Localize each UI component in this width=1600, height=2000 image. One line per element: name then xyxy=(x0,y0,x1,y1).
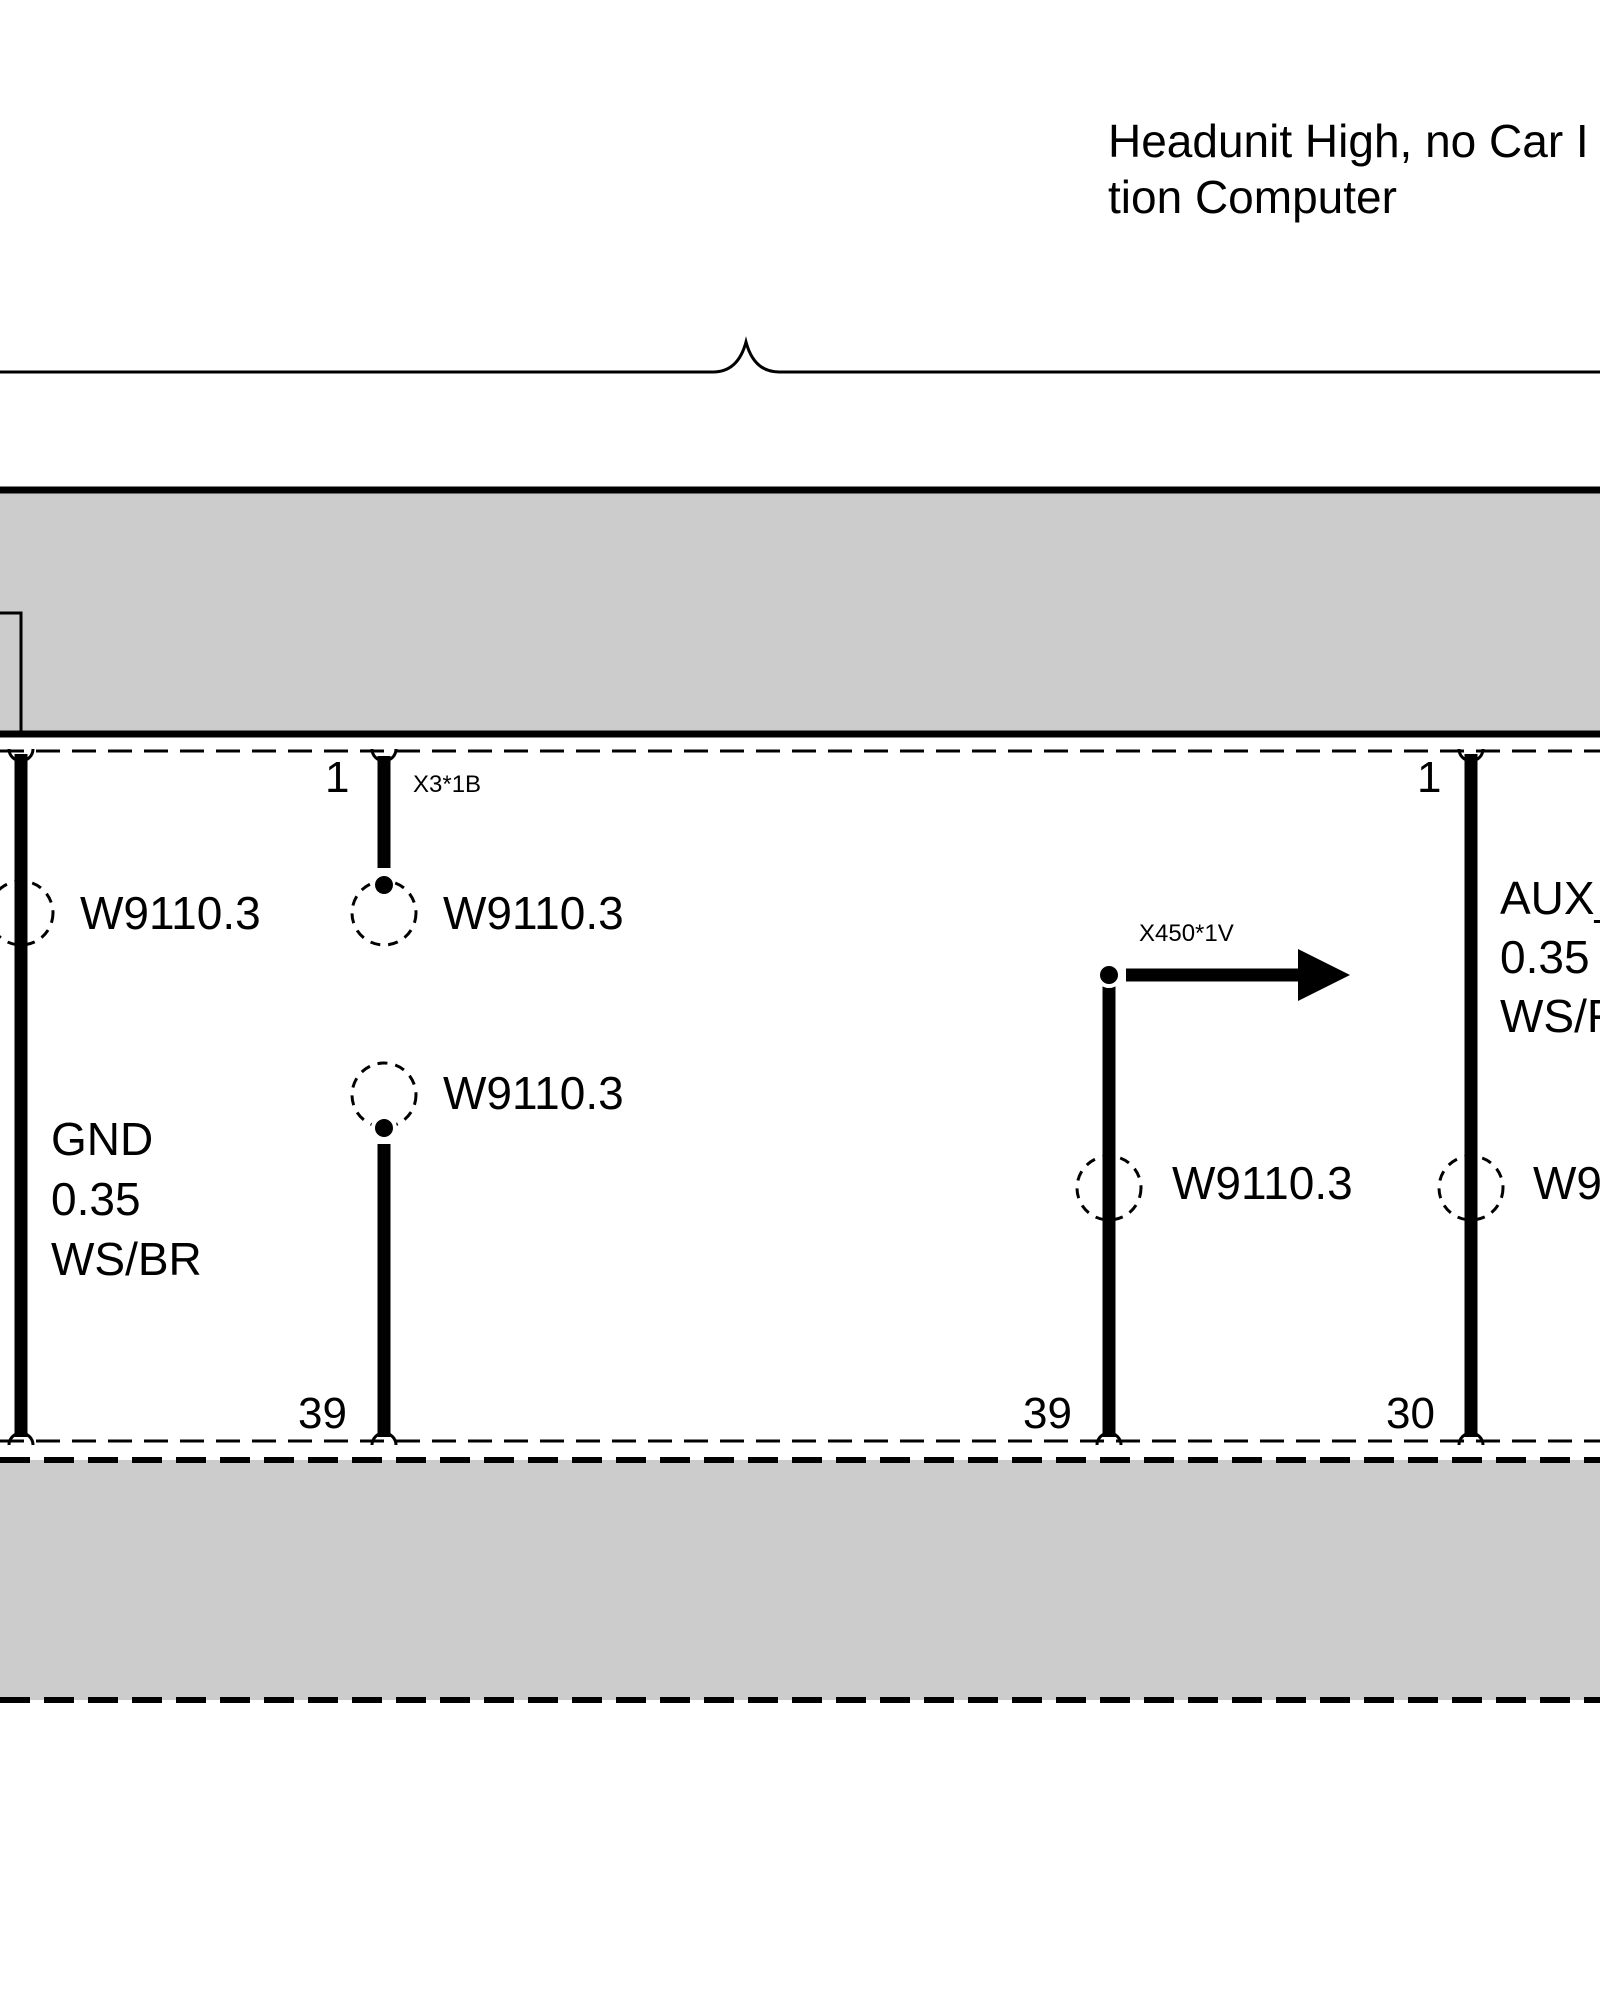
aux-size-label: 0.35 xyxy=(1500,931,1590,983)
gnd-size-label: 0.35 xyxy=(51,1173,141,1225)
gnd-color-label: WS/BR xyxy=(51,1233,202,1285)
wire-gnd xyxy=(0,748,55,1446)
gnd-pin-top: 1 xyxy=(325,753,349,802)
aux-signal-label: AUX_ xyxy=(1500,872,1600,924)
splice-ring xyxy=(0,879,55,947)
x3-splice-lower-label: W9110.3 xyxy=(443,1067,624,1119)
component-brace xyxy=(0,336,1600,374)
splice-dot xyxy=(371,1115,397,1141)
gnd-signal-label: GND xyxy=(51,1113,153,1165)
x3-splice-upper-label: W9110.3 xyxy=(443,887,624,939)
x450-pin-bottom: 39 xyxy=(1023,1389,1072,1438)
splice-dot xyxy=(371,872,397,898)
arrow-head xyxy=(1298,949,1350,1001)
gnd-splice-label: W9110.3 xyxy=(80,887,261,939)
aux-pin-top: 1 xyxy=(1417,753,1441,802)
splice-dot xyxy=(1096,962,1122,988)
splice-ring xyxy=(350,879,418,947)
splice-ring xyxy=(1075,1154,1143,1222)
aux-color-label: WS/F xyxy=(1500,990,1600,1042)
x3-connector-label: X3*1B xyxy=(413,771,481,798)
splice-ring xyxy=(1437,1154,1505,1222)
aux-pin-bottom: 30 xyxy=(1386,1389,1435,1438)
wire-x3 xyxy=(350,748,418,1446)
wire-x450 xyxy=(1075,949,1350,1446)
x450-connector-label: X450*1V xyxy=(1139,920,1234,947)
lower-component-box xyxy=(0,1460,1600,1700)
x3-pin-bottom: 39 xyxy=(298,1389,347,1438)
x450-splice-label: W9110.3 xyxy=(1172,1157,1353,1209)
upper-component-box xyxy=(0,486,1600,738)
title-line-1: Headunit High, no Car I xyxy=(1108,115,1589,167)
splice-ring xyxy=(350,1061,418,1129)
title-line-2: tion Computer xyxy=(1108,171,1397,223)
wire-aux xyxy=(1437,748,1505,1446)
aux-splice-label: W9 xyxy=(1533,1157,1600,1209)
inner-component-outline xyxy=(0,611,23,734)
